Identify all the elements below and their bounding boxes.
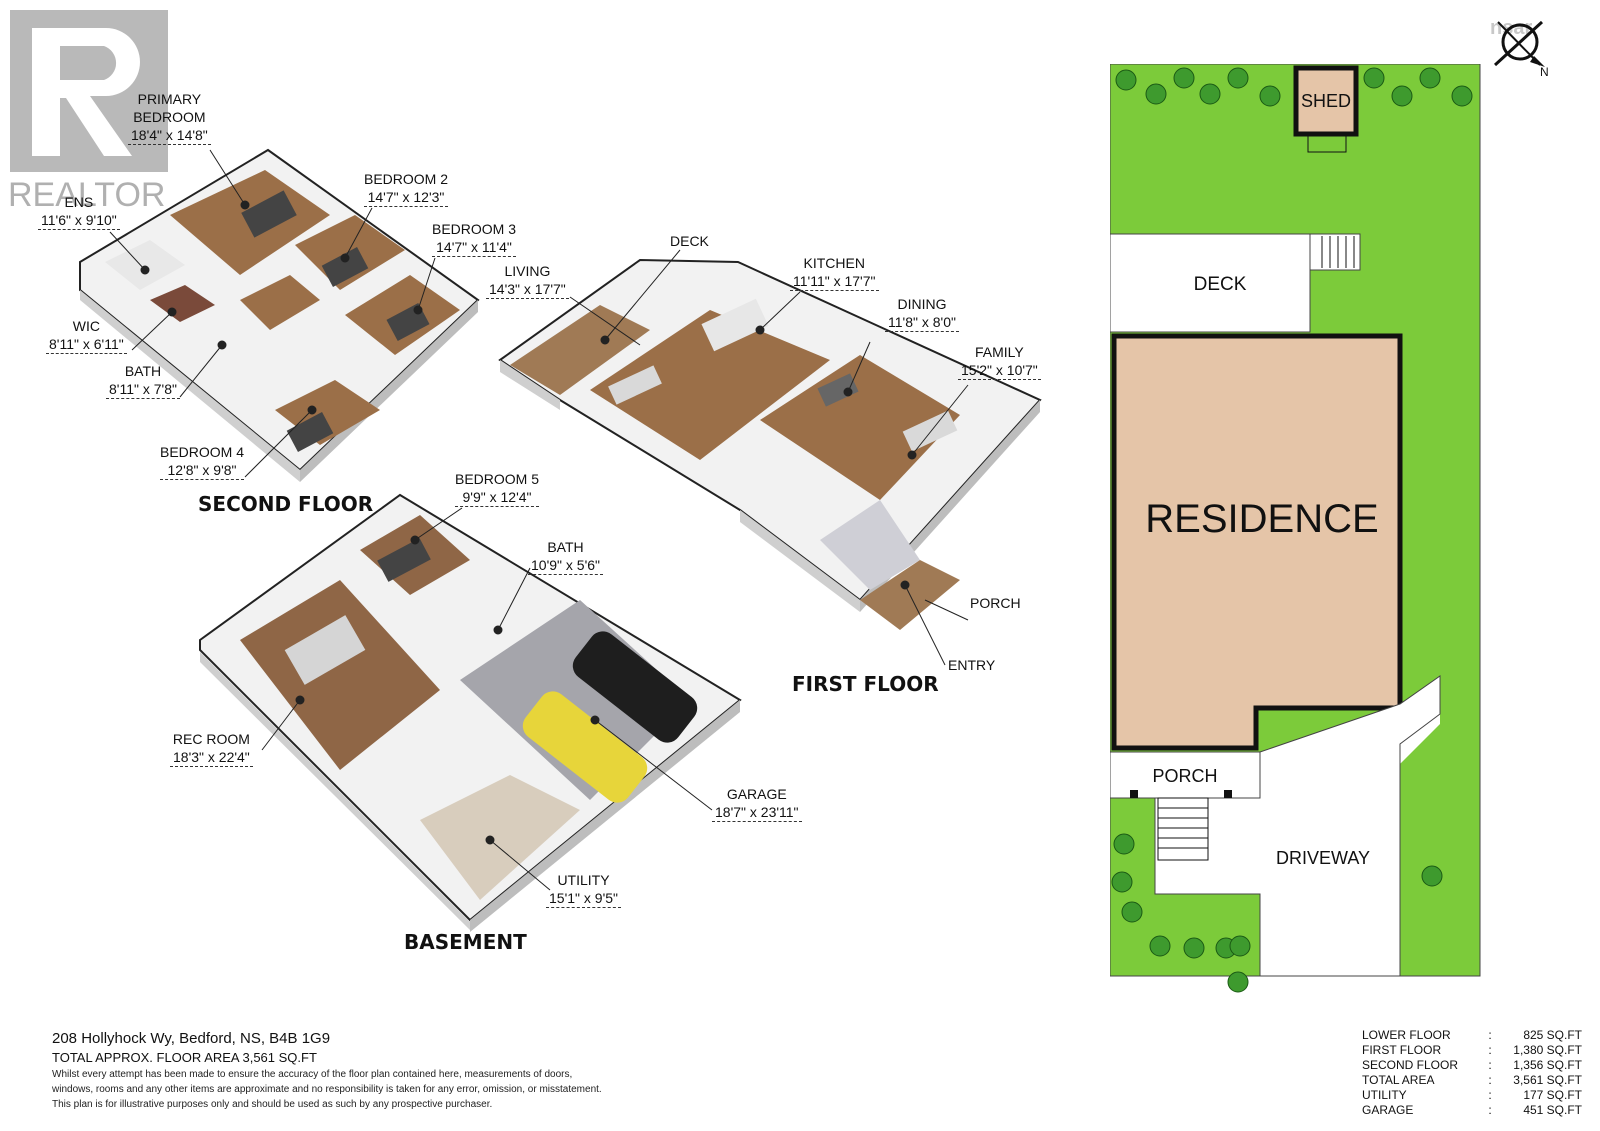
realtor-logo: REALTOR	[6, 6, 186, 221]
area-row: LOWER FLOOR: 825 SQ.FT	[1362, 1028, 1582, 1042]
area-label: LOWER FLOOR	[1362, 1028, 1451, 1042]
porch-label: PORCH	[1152, 766, 1217, 786]
disclaimer-line-1: Whilst every attempt has been made to en…	[52, 1069, 573, 1080]
area-row: FIRST FLOOR: 1,380 SQ.FT	[1362, 1043, 1582, 1057]
area-value: 3,561 SQ.FT	[1513, 1073, 1582, 1087]
site-plan: SHED DECK RESIDENCE PORCH DRIVEWAY	[1109, 63, 1490, 1004]
room-label-utility: UTILITY 15'1" x 9'5"	[546, 871, 621, 908]
room-label-kitchen: KITCHEN 11'11" x 17'7"	[790, 254, 879, 291]
tree-icons	[1111, 67, 1473, 993]
property-address: 208 Hollyhock Wy, Bedford, NS, B4B 1G9	[52, 1030, 331, 1047]
area-value: 1,356 SQ.FT	[1513, 1058, 1582, 1072]
deck-stairs-icon	[1309, 233, 1361, 271]
room-label-living: LIVING 14'3" x 17'7"	[486, 262, 569, 299]
first-floor-title: FIRST FLOOR	[792, 672, 939, 696]
area-label: GARAGE	[1362, 1103, 1414, 1117]
compass-icon: nsar N	[1490, 10, 1590, 80]
area-value: 177 SQ.FT	[1523, 1088, 1582, 1102]
residence-label: RESIDENCE	[1145, 497, 1378, 541]
room-label-family: FAMILY 15'2" x 10'7"	[958, 343, 1041, 380]
area-label: SECOND FLOOR	[1362, 1058, 1459, 1072]
room-label-wic: WIC 8'11" x 6'11"	[46, 317, 127, 354]
room-label-dining: DINING 11'8" x 8'0"	[885, 295, 959, 332]
room-label-porch: PORCH	[970, 595, 1021, 611]
area-label: UTILITY	[1362, 1088, 1407, 1102]
disclaimer-line-3: This plan is for illustrative purposes o…	[52, 1099, 493, 1110]
black-car-icon	[572, 631, 698, 743]
area-value: 1,380 SQ.FT	[1513, 1043, 1582, 1057]
area-row: UTILITY: 177 SQ.FT	[1362, 1088, 1582, 1102]
deck	[1109, 233, 1311, 333]
room-label-rec-room: REC ROOM 18'3" x 22'4"	[170, 730, 253, 767]
area-row: TOTAL AREA: 3,561 SQ.FT	[1362, 1073, 1582, 1087]
front-stairs-icon	[1157, 797, 1209, 861]
yellow-car-icon	[522, 691, 648, 803]
area-value: 825 SQ.FT	[1523, 1028, 1582, 1042]
room-label-bedroom-5: BEDROOM 5 9'9" x 12'4"	[455, 471, 540, 507]
area-summary-table: LOWER FLOOR: 825 SQ.FT FIRST FLOOR: 1,38…	[1362, 1028, 1582, 1118]
basement-plan	[199, 493, 742, 932]
realtor-wordmark: REALTOR	[8, 176, 165, 214]
room-label-bath-upper: BATH 8'11" x 7'8"	[106, 362, 180, 399]
residence	[1111, 333, 1403, 751]
room-label-deck: DECK	[670, 233, 709, 249]
deck-label: DECK	[1194, 274, 1247, 295]
total-floor-area: TOTAL APPROX. FLOOR AREA 3,561 SQ.FT	[52, 1050, 317, 1065]
basement-title: BASEMENT	[404, 930, 527, 954]
driveway-label: DRIVEWAY	[1276, 848, 1370, 868]
disclaimer-line-2: windows, rooms and any other items are a…	[52, 1084, 602, 1095]
area-label: FIRST FLOOR	[1362, 1043, 1442, 1057]
area-row: GARAGE: 451 SQ.FT	[1362, 1103, 1582, 1117]
room-label-entry: ENTRY	[948, 657, 996, 673]
room-label-bedroom-2: BEDROOM 2 14'7" x 12'3"	[364, 171, 449, 207]
room-label-ens: ENS 11'6" x 9'10"	[38, 193, 120, 230]
area-label: TOTAL AREA	[1362, 1073, 1435, 1087]
second-floor-plan	[79, 148, 480, 482]
floor-plan-illustrations	[79, 148, 1042, 932]
north-label: N	[1540, 65, 1549, 79]
shed	[1293, 65, 1359, 137]
second-floor-title: SECOND FLOOR	[198, 492, 374, 516]
room-label-bath-basement: BATH 10'9" x 5'6"	[528, 538, 603, 575]
room-label-bedroom-3: BEDROOM 3 14'7" x 11'4"	[432, 221, 517, 257]
shed-label: SHED	[1301, 91, 1351, 111]
area-value: 451 SQ.FT	[1523, 1103, 1582, 1117]
room-label-primary-bedroom: PRIMARY BEDROOM 18'4" x 14'8"	[128, 90, 211, 145]
room-label-garage: GARAGE 18'7" x 23'11"	[712, 785, 802, 822]
room-label-bedroom-4: BEDROOM 4 12'8" x 9'8"	[160, 444, 245, 480]
first-floor-plan	[498, 258, 1042, 630]
area-row: SECOND FLOOR: 1,356 SQ.FT	[1362, 1058, 1582, 1072]
